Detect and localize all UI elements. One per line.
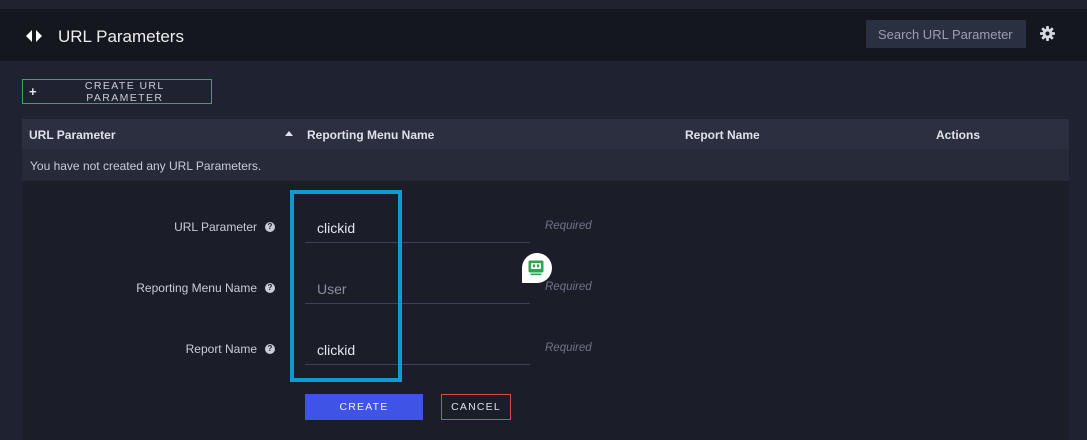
- top-strip: [0, 0, 1087, 9]
- help-icon[interactable]: ?: [265, 283, 275, 293]
- sort-ascending-icon[interactable]: [285, 131, 293, 136]
- create-url-parameter-button[interactable]: + CREATE URL PARAMETER: [22, 79, 212, 104]
- search-input[interactable]: [866, 20, 1026, 48]
- table-header: URL Parameter Reporting Menu Name Report…: [22, 119, 1069, 149]
- column-header-reporting-menu-name[interactable]: Reporting Menu Name: [307, 128, 435, 142]
- column-header-actions: Actions: [936, 128, 981, 142]
- page-header: URL Parameters: [0, 9, 1087, 61]
- url-parameter-required-hint: Required: [545, 220, 592, 232]
- report-name-label: Report Name: [185, 342, 257, 356]
- reporting-menu-name-input[interactable]: [305, 274, 530, 304]
- column-header-url-parameter[interactable]: URL Parameter: [29, 128, 116, 142]
- code-arrows-icon: [26, 30, 42, 42]
- create-url-parameter-label: CREATE URL PARAMETER: [84, 79, 165, 104]
- input-highlight-box: [290, 190, 402, 382]
- column-header-report-name[interactable]: Report Name: [685, 128, 760, 142]
- cancel-button[interactable]: CANCEL: [441, 394, 511, 420]
- empty-table-row: You have not created any URL Parameters.: [22, 149, 1069, 181]
- reporting-menu-name-required-hint: Required: [545, 281, 592, 293]
- reporting-menu-name-label: Reporting Menu Name: [136, 281, 257, 295]
- create-parameter-form: URL Parameter ? Required Reporting Menu …: [22, 181, 1069, 440]
- gear-icon[interactable]: [1040, 26, 1055, 41]
- create-button[interactable]: CREATE: [305, 394, 423, 420]
- report-name-required-hint: Required: [545, 342, 592, 354]
- empty-table-message: You have not created any URL Parameters.: [30, 159, 262, 173]
- assistant-chat-icon[interactable]: [521, 252, 553, 284]
- url-parameter-input[interactable]: [305, 213, 530, 243]
- plus-icon: +: [29, 84, 37, 99]
- main-content: + CREATE URL PARAMETER URL Parameter Rep…: [0, 61, 1087, 440]
- help-icon[interactable]: ?: [265, 344, 275, 354]
- page-title: URL Parameters: [58, 27, 184, 46]
- report-name-input[interactable]: [305, 335, 530, 365]
- help-icon[interactable]: ?: [265, 222, 275, 232]
- url-parameter-label: URL Parameter: [174, 220, 257, 234]
